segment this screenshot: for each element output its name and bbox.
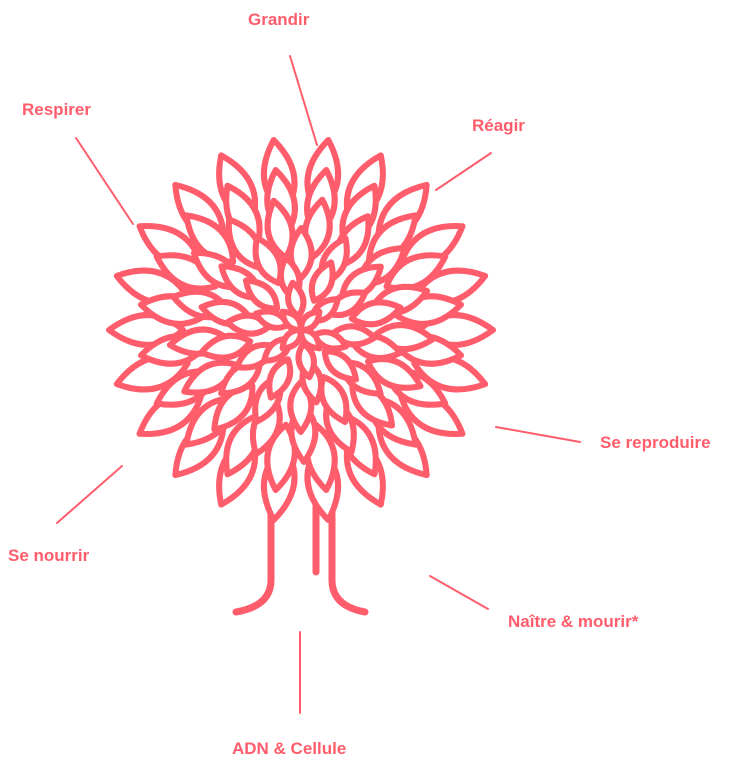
- tree-trunk: [236, 478, 365, 612]
- crown-petal: [301, 312, 319, 330]
- label-se-nourrir: Se nourrir: [8, 546, 89, 566]
- connector-reagir: [436, 153, 491, 190]
- connector-reproduire: [496, 427, 580, 442]
- connector-naitre: [430, 576, 488, 609]
- label-se-reproduire: Se reproduire: [600, 433, 711, 453]
- crown-petal: [269, 359, 290, 397]
- crown-petal: [312, 262, 333, 300]
- connector-nourrir: [57, 466, 122, 523]
- label-naitre-mourir: Naître & mourir*: [508, 612, 638, 632]
- tree-crown: [109, 140, 493, 520]
- label-adn-cellule: ADN & Cellule: [232, 739, 346, 759]
- crown-petal: [246, 281, 277, 309]
- label-respirer: Respirer: [22, 100, 91, 120]
- connector-respirer: [76, 138, 133, 224]
- label-reagir: Réagir: [472, 116, 525, 136]
- label-grandir: Grandir: [248, 10, 309, 30]
- connector-grandir: [290, 56, 317, 145]
- crown-petal: [325, 351, 356, 379]
